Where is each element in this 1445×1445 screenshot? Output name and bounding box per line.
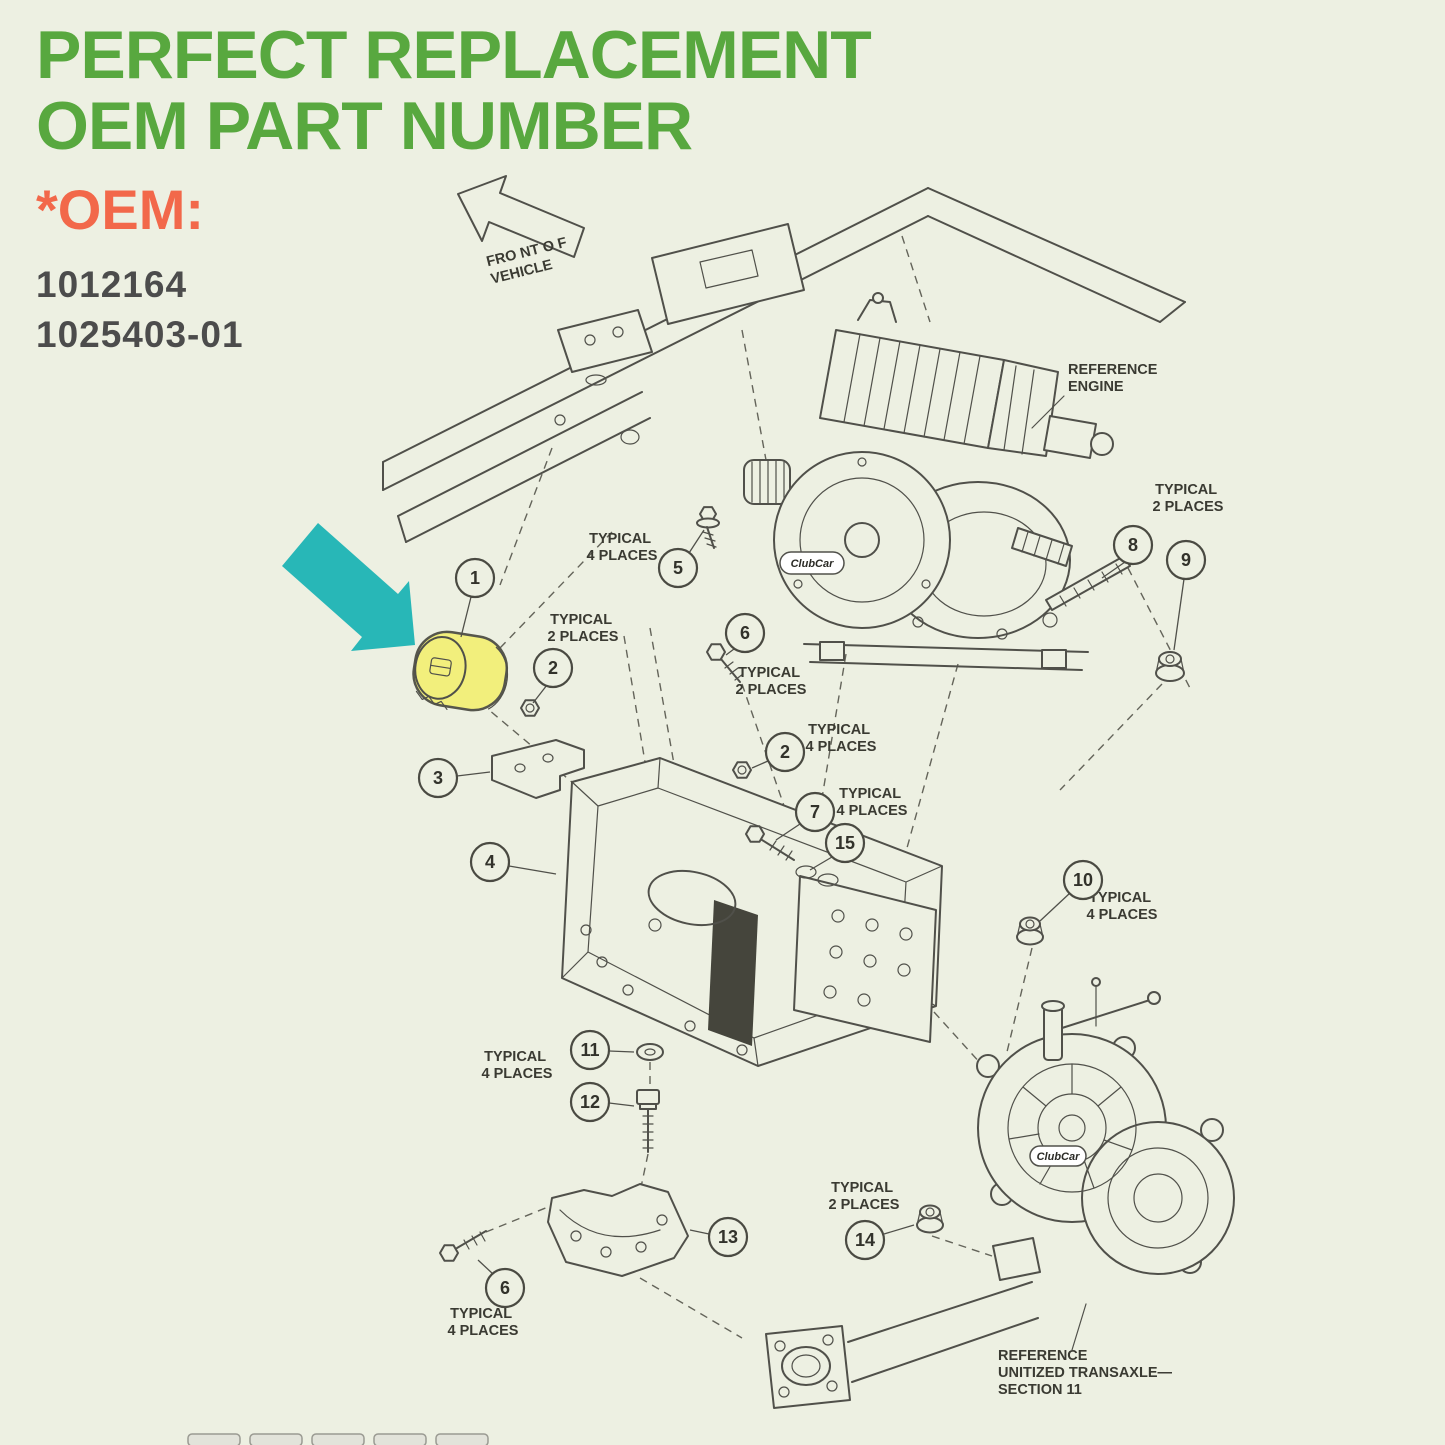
headline-line2: OEM PART NUMBER xyxy=(36,87,693,164)
chassis-frame xyxy=(382,187,1186,543)
nut-9 xyxy=(1155,651,1185,682)
svg-text:1: 1 xyxy=(470,568,480,588)
note-6: TYPICAL 4 PLACES xyxy=(1087,890,1158,923)
note-7: TYPICAL 4 PLACES xyxy=(482,1049,553,1082)
svg-text:15: 15 xyxy=(835,833,855,853)
thumbnail[interactable] xyxy=(249,1433,303,1445)
note-4: TYPICAL 4 PLACES xyxy=(806,722,877,755)
thumbnail[interactable] xyxy=(435,1433,489,1445)
nut-10 xyxy=(1016,916,1044,946)
transaxle-drawing: ClubCar xyxy=(765,977,1235,1409)
thumbnail[interactable] xyxy=(373,1433,427,1445)
svg-text:REFERENCE ENGINE: REFERENCE ENGINE xyxy=(1068,362,1161,395)
transaxle-brand-label: ClubCar xyxy=(1037,1151,1081,1163)
bolt-6b xyxy=(439,1230,487,1262)
nut-14 xyxy=(916,1204,944,1234)
note-3: TYPICAL 2 PLACES xyxy=(736,665,807,698)
callout-7: 7 xyxy=(775,791,836,841)
note-2: TYPICAL 2 PLACES xyxy=(1153,482,1224,515)
callout-14: 14 xyxy=(844,1219,915,1261)
callout-3: 3 xyxy=(417,757,491,799)
typical-notes: TYPICAL 4 PLACES TYPICAL 2 PLACES TYPICA… xyxy=(448,482,1224,1339)
svg-text:9: 9 xyxy=(1181,550,1191,570)
svg-text:5: 5 xyxy=(673,558,683,578)
oem-part-number-2: 1025403-01 xyxy=(36,314,244,356)
callouts: 1 2 3 4 5 xyxy=(417,524,1207,1309)
bolt-7 xyxy=(745,825,795,861)
note-8: TYPICAL 2 PLACES xyxy=(829,1180,900,1213)
callout-2: 2 xyxy=(532,647,574,704)
callout-10: 10 xyxy=(1039,859,1104,922)
reference-engine-label: REFERENCE ENGINE xyxy=(1031,362,1161,429)
oem-label: *OEM: xyxy=(36,178,204,242)
headline-line1: PERFECT REPLACEMENT xyxy=(36,17,872,93)
callout-9: 9 xyxy=(1165,539,1207,651)
callout-13: 13 xyxy=(689,1216,749,1258)
nut-2b xyxy=(732,761,752,779)
nut-2a xyxy=(520,699,540,717)
note-5: TYPICAL 4 PLACES xyxy=(837,786,908,819)
callout-4: 4 xyxy=(469,841,557,883)
svg-text:14: 14 xyxy=(855,1230,875,1250)
callout-15: 15 xyxy=(809,822,866,871)
bolt-12 xyxy=(636,1089,660,1153)
svg-text:REFERENCE UNITIZED TRA: REFERENCE UNITIZED TRANSAXLE— SECTION 11 xyxy=(998,1348,1176,1398)
bolt-5 xyxy=(696,506,720,549)
bracket-13 xyxy=(547,1183,689,1277)
callout-2-b: 2 xyxy=(751,731,806,773)
highlight-arrow xyxy=(282,523,415,651)
thumbnail-strip xyxy=(187,1433,489,1445)
svg-text:13: 13 xyxy=(718,1227,738,1247)
callout-1: 1 xyxy=(454,557,496,638)
stud-8 xyxy=(1045,555,1131,611)
svg-text:2: 2 xyxy=(548,658,558,678)
svg-text:12: 12 xyxy=(580,1092,600,1112)
svg-text:8: 8 xyxy=(1128,535,1138,555)
engine-drawing: ClubCar xyxy=(743,292,1114,671)
callout-12: 12 xyxy=(569,1081,635,1123)
callout-6: 6 xyxy=(724,612,766,656)
transaxle-brand-pill xyxy=(1029,1145,1087,1167)
svg-text:2: 2 xyxy=(780,742,790,762)
svg-text:7: 7 xyxy=(810,802,820,822)
bracket-3 xyxy=(491,739,585,799)
svg-text:6: 6 xyxy=(740,623,750,643)
callout-11: 11 xyxy=(569,1029,635,1071)
svg-text:3: 3 xyxy=(433,768,443,788)
callout-6-b: 6 xyxy=(477,1259,526,1309)
svg-text:11: 11 xyxy=(580,1040,599,1060)
oem-part-number-1: 1012164 xyxy=(36,264,188,306)
highlighted-bushing-part xyxy=(412,630,509,712)
svg-text:10: 10 xyxy=(1073,870,1093,890)
reference-transaxle-label: REFERENCE UNITIZED TRANSAXLE— SECTION 11 xyxy=(998,1303,1176,1398)
thumbnail[interactable] xyxy=(311,1433,365,1445)
engine-brand-label: ClubCar xyxy=(791,558,835,570)
engine-brand-pill xyxy=(779,551,845,575)
header: PERFECT REPLACEMENT OEM PART NUMBER *OEM… xyxy=(36,17,872,356)
washer-11 xyxy=(636,1043,664,1061)
callout-5: 5 xyxy=(657,529,705,589)
note-9: TYPICAL 4 PLACES xyxy=(448,1306,519,1339)
svg-text:6: 6 xyxy=(500,1278,510,1298)
thumbnail[interactable] xyxy=(187,1433,241,1445)
hardware-parts xyxy=(439,506,1185,1277)
note-1: TYPICAL 2 PLACES xyxy=(548,612,619,645)
bolt-6a xyxy=(706,643,744,683)
svg-text:4: 4 xyxy=(485,852,495,872)
note-0: TYPICAL 4 PLACES xyxy=(587,531,658,564)
callout-8: 8 xyxy=(1101,524,1154,579)
